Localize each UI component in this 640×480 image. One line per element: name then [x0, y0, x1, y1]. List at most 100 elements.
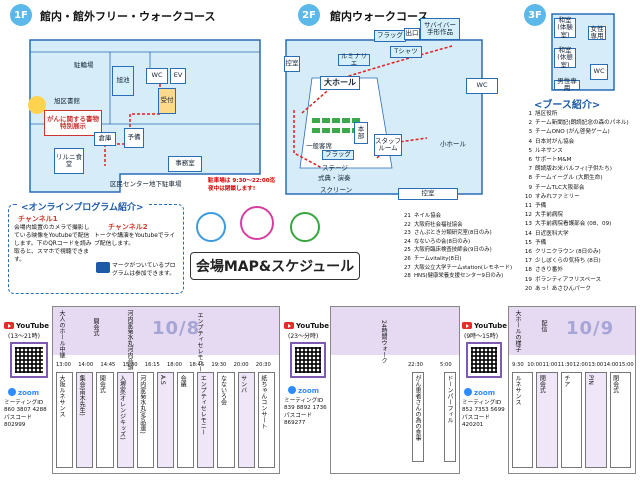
- time-label: 10:00: [527, 362, 543, 368]
- extra-booth-number: 21: [404, 213, 411, 219]
- room-flag-label: フラッグ: [377, 31, 403, 40]
- zoom-ch1-id-title: ミーティングID: [4, 400, 44, 406]
- booth-name: 大手前病院: [535, 212, 563, 219]
- room-kamishitsu-label: 控室: [285, 59, 299, 68]
- schedule-block-text: PIN: [587, 375, 595, 385]
- floor2-map: [285, 39, 483, 195]
- parking-top-label: 駐輪場: [74, 61, 94, 69]
- room-survivor-label: サバイバー手形作品: [423, 20, 457, 36]
- floor-badge-3f: 3F: [524, 4, 546, 26]
- booth-list-title: <ブース紹介>: [534, 100, 601, 111]
- night-time-2: 5:00: [440, 362, 452, 368]
- room-wc-2f-label: WC: [476, 81, 488, 90]
- booth-number: 19: [524, 276, 532, 283]
- schedule-day1-date: 10/8: [152, 318, 201, 339]
- room-uketsuke-label: 受付: [160, 96, 174, 105]
- youtube-ch2-hours: (23〜分時): [288, 333, 319, 340]
- tv-icon: [96, 262, 110, 273]
- youtube-ch1-qr[interactable]: [10, 342, 48, 378]
- room-wc-3f-label: WC: [593, 67, 605, 76]
- zoom-ch1-label: zoom: [18, 389, 39, 397]
- schedule-day1-header: [53, 307, 279, 355]
- youtube-ch2-label: YouTube: [284, 322, 329, 330]
- floor2-title: 館内ウォークコース: [330, 10, 429, 23]
- room-lumi: ルミナリエ: [338, 52, 370, 67]
- booth-name: ルネサンス: [535, 147, 563, 154]
- youtube-ch2-qr[interactable]: [290, 342, 326, 378]
- schedule-block: A.S: [156, 372, 175, 468]
- room-washitsu-a: 和室(体験室): [554, 17, 576, 38]
- night-top-block: 24時間ウォーク: [380, 320, 387, 364]
- parking-hours-note: 駐車場は 9:30〜22:00迄: [208, 178, 276, 184]
- room-tshirt: Tシャツ: [390, 46, 422, 58]
- zoom-ch2-pass: 869277: [284, 420, 306, 427]
- schedule-block: なないろ会: [217, 372, 235, 468]
- time-label: 11:00: [542, 362, 558, 368]
- zoom-ch3-pass-label: パスコード: [462, 414, 490, 421]
- zoom-ch1-id: 860 3807 4288: [4, 407, 47, 414]
- booth-number: 8: [528, 175, 532, 182]
- room-flag: フラッグ: [374, 30, 406, 42]
- youtube-ch3-qr[interactable]: [466, 342, 502, 378]
- schedule-block: 大阪ルネサンス: [56, 372, 74, 468]
- schedule-block: 開会式: [96, 372, 114, 468]
- time-label: 13:00: [56, 362, 71, 368]
- zoom-ch3-meeting: ミーティングID 852 7353 5699 パスコード 420201: [462, 400, 505, 430]
- underground-parking-label: 区民センター地下駐車場: [110, 180, 182, 188]
- zoom-icon: [288, 386, 296, 394]
- stage-label: ステージ: [322, 164, 348, 172]
- screen-label: スクリーン: [320, 186, 353, 194]
- extra-booth-number: 25: [404, 247, 411, 254]
- youtube-ch1-hours: (13〜21時): [8, 333, 40, 340]
- schedule-block: サンバ: [237, 372, 255, 468]
- schedule-block-text: なないろ会: [219, 375, 227, 405]
- zoom-ch3-id: 852 7353 5699: [462, 407, 505, 414]
- booth-number: 20: [524, 285, 532, 292]
- booth-number: 13: [524, 221, 532, 228]
- day2-top-block-1: 大ホールの様子: [514, 310, 521, 352]
- room-wc-3f: WC: [590, 64, 608, 80]
- schedule-block: 集会(南木先生): [76, 372, 94, 468]
- zoom-ch1-meeting: ミーティングID 860 3807 4288 パスコード 802999: [4, 400, 47, 430]
- schedule-block-text: 開会式: [98, 375, 106, 393]
- youtube-icon: [284, 322, 294, 329]
- room-wc-2f: WC: [466, 78, 498, 94]
- time-label: 16:15: [144, 362, 160, 368]
- zoom-ch3-logo: zoom: [464, 388, 495, 397]
- zoom-ch2-logo: zoom: [288, 386, 319, 395]
- booth-number: 6: [528, 157, 532, 164]
- schedule-block-text: ルネサンス: [514, 375, 521, 405]
- room-flag2: フラッグ: [322, 150, 354, 160]
- booth-name: チームTLC大阪部会: [535, 184, 585, 191]
- room-washitsu-b: 和室(休憩室): [554, 47, 576, 68]
- booth-name: チームイーグル (大朗生命): [535, 175, 603, 182]
- booth-number: 2: [528, 120, 532, 127]
- booth-number: 15: [524, 239, 532, 246]
- channel1-title: チャンネル1: [18, 215, 58, 223]
- reading-person-icon: [28, 96, 46, 114]
- room-ev-1f-label: EV: [173, 71, 183, 80]
- extra-booth-name: さんぷとき分類研究室(8日のみ): [414, 230, 492, 237]
- night-time-1: 22:30: [408, 362, 423, 368]
- extra-booth-name: 大阪公立大学チームstation(レモネード): [414, 264, 513, 271]
- schedule-block: ルネサンス: [512, 372, 534, 468]
- booth-number: 10: [524, 193, 532, 200]
- room-flag2-label: フラッグ: [325, 150, 351, 159]
- zoom-ch2-pass-label: パスコード: [284, 412, 312, 419]
- mascot-green-icon: [290, 212, 320, 242]
- booth-number: 17: [524, 258, 532, 265]
- floor1-title: 館内・館外フリー・ウォークコース: [40, 10, 216, 23]
- zoom-ch2-meeting: ミーティングID 839 8892 1736 パスコード 869277: [284, 398, 327, 428]
